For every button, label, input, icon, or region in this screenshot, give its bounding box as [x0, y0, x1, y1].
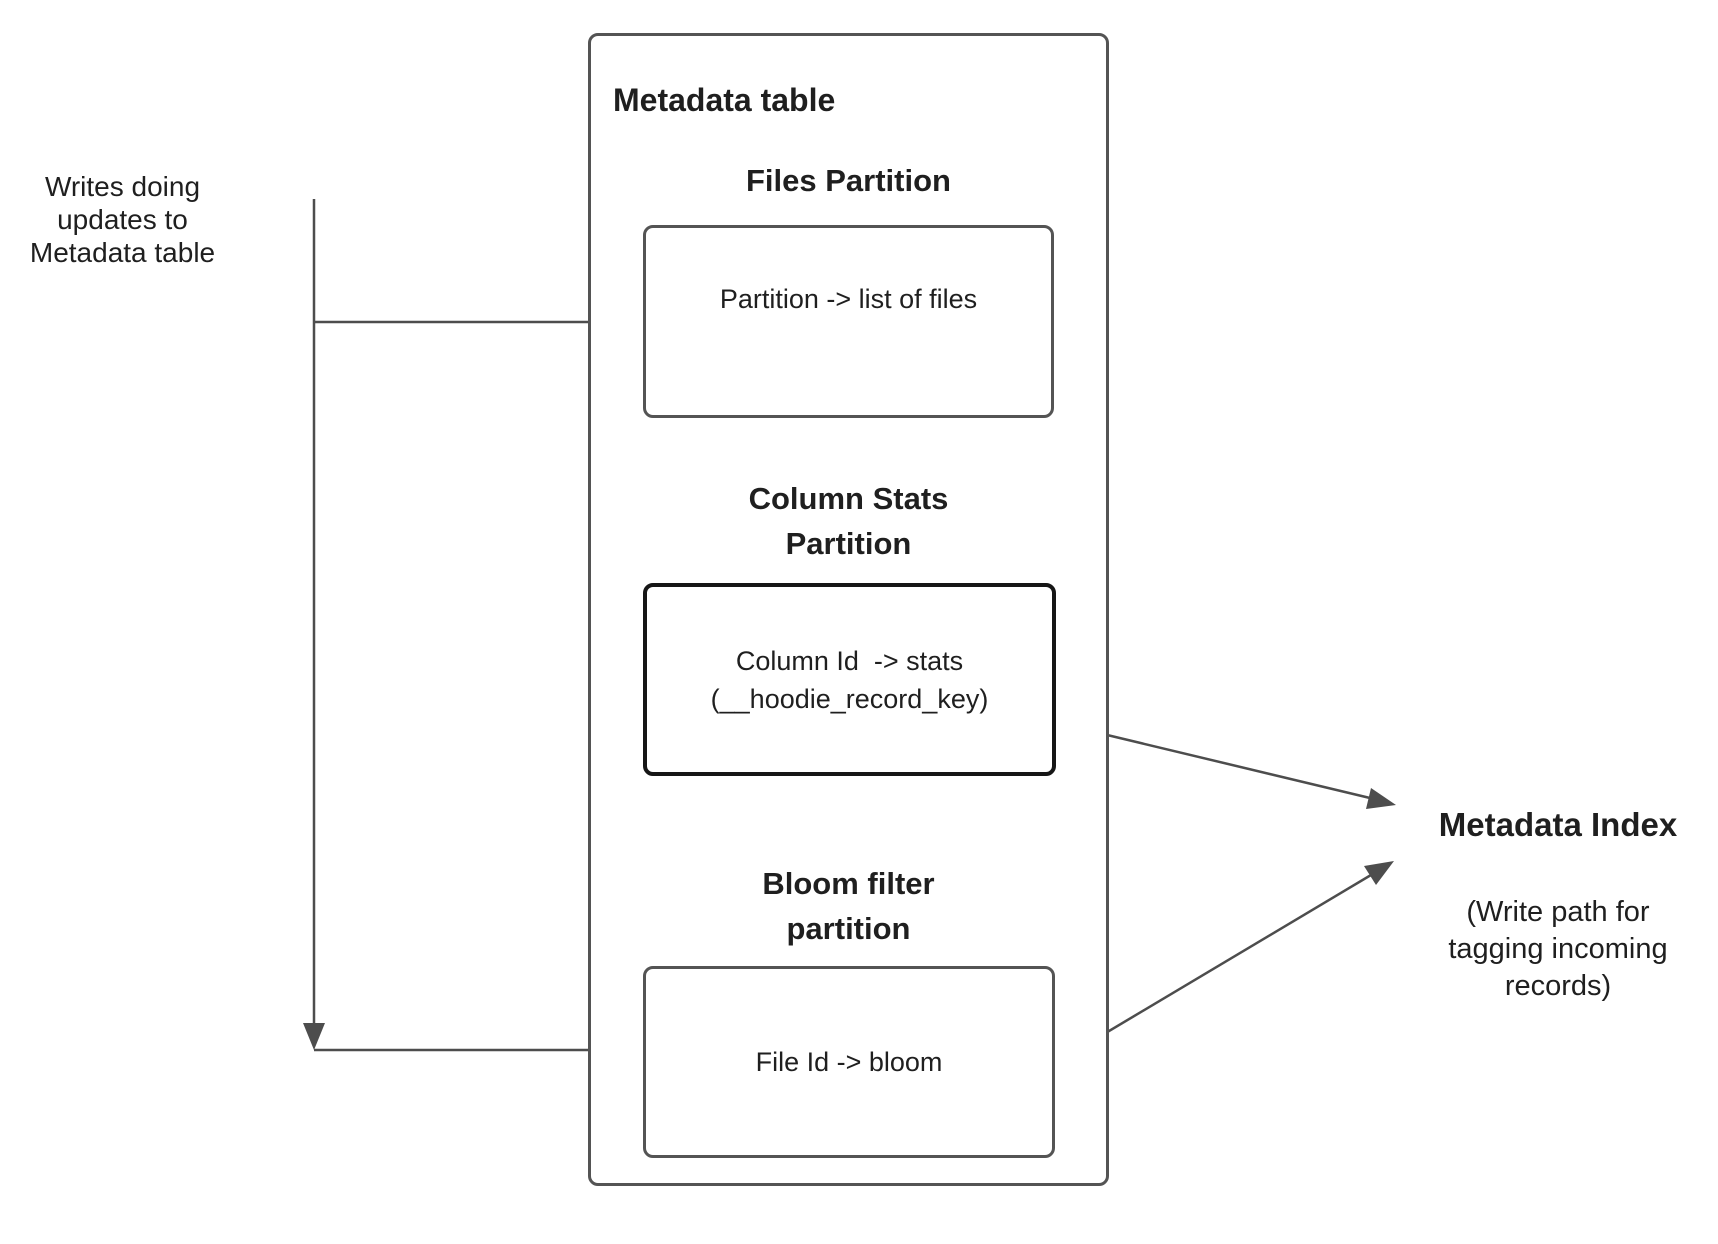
- bloom-filter-content: File Id -> bloom: [755, 1047, 943, 1077]
- files-partition-box: Partition -> list of files: [643, 225, 1054, 418]
- files-partition-heading: Files Partition: [746, 163, 951, 198]
- bloom-filter-heading: Bloom filter partition: [762, 866, 935, 946]
- column-stats-heading: Column Stats Partition: [748, 481, 949, 561]
- writes-arrowhead-icon: [303, 1023, 325, 1050]
- column-stats-content: Column Id -> stats (__hoodie_record_key): [710, 645, 989, 714]
- metadata-index-title: Metadata Index: [1438, 806, 1678, 843]
- files-partition-content: Partition -> list of files: [719, 283, 978, 314]
- bloom-filter-box: File Id -> bloom: [643, 966, 1055, 1158]
- column-stats-box: Column Id -> stats (__hoodie_record_key): [643, 583, 1056, 776]
- bloom-to-index-arrowhead-icon: [1364, 861, 1394, 885]
- writes-note: Writes doing updates to Metadata table: [29, 171, 216, 268]
- metadata-index-subtitle: (Write path for tagging incoming records…: [1448, 896, 1668, 1002]
- metadata-table-title: Metadata table: [613, 82, 836, 118]
